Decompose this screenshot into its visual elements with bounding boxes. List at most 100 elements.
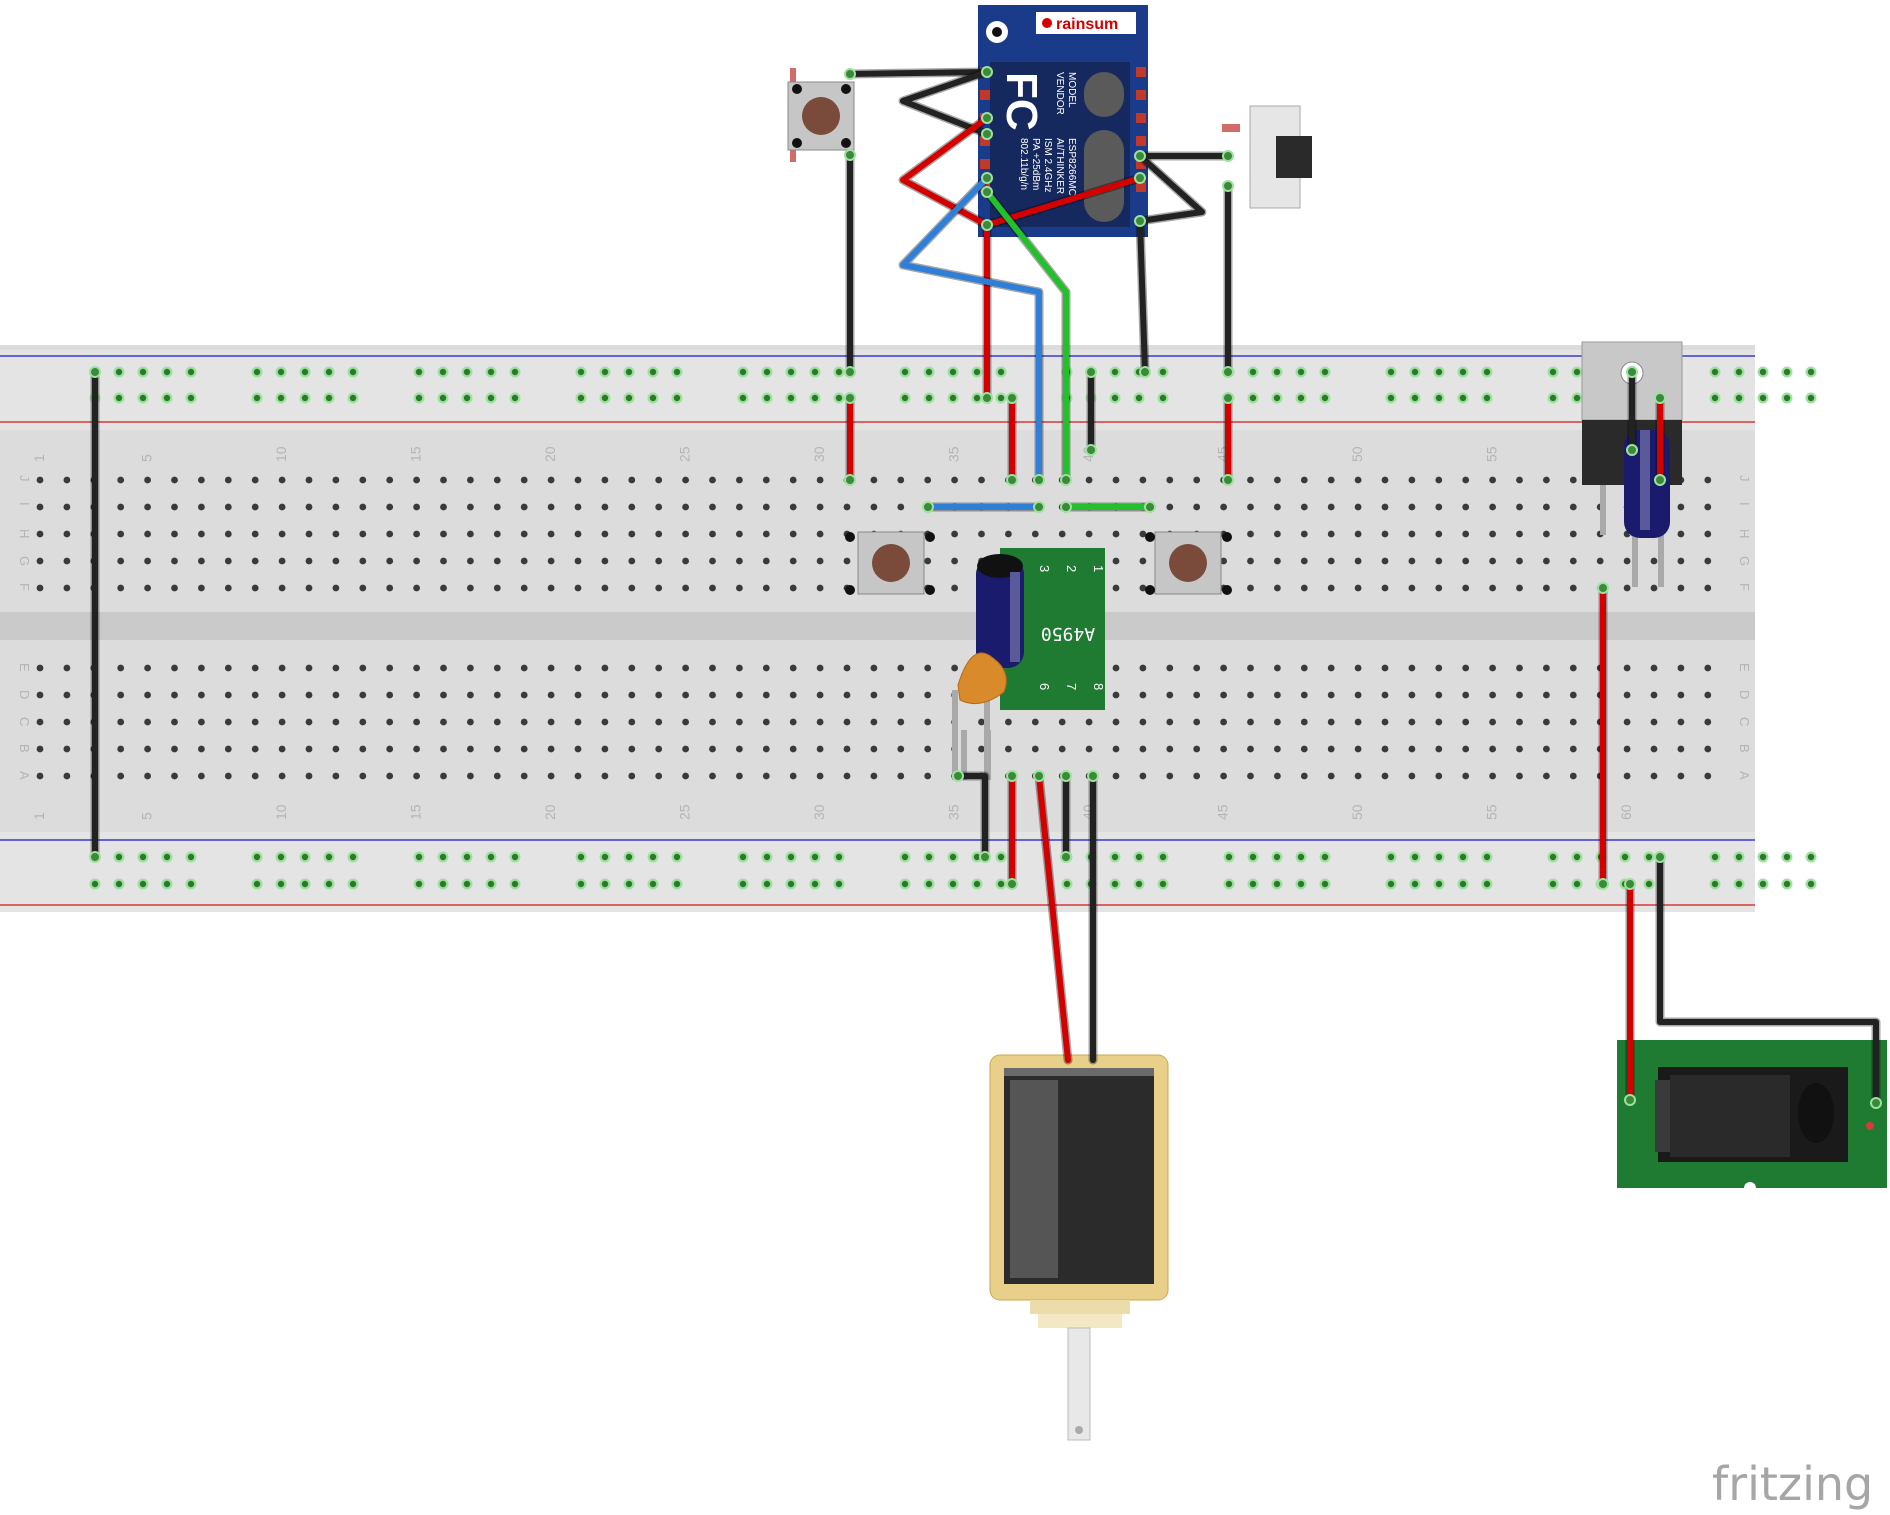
esp8266-module[interactable]: rainsum FC MODEL VENDOR ESP8266MC AI/THI… (978, 5, 1148, 237)
bb-hole (198, 691, 205, 699)
rail-hole (139, 853, 147, 861)
pushbutton-right[interactable] (1145, 531, 1232, 595)
bb-hole (36, 530, 44, 538)
bb-hole (63, 530, 71, 538)
bb-hole (816, 476, 824, 484)
ceramic-capacitor[interactable] (952, 652, 1007, 780)
slide-switch[interactable] (1222, 105, 1312, 209)
rail-hole (1459, 394, 1467, 402)
bb-hole (1193, 476, 1201, 484)
rail-hole (835, 880, 843, 888)
bb-hole (1569, 476, 1577, 484)
solenoid[interactable] (989, 1054, 1169, 1441)
bb-hole (144, 530, 152, 538)
column-number-bottom: 10 (273, 804, 289, 820)
bb-hole (924, 745, 932, 753)
bb-hole (924, 772, 932, 780)
bb-hole (493, 476, 501, 484)
bb-hole (171, 503, 178, 511)
bb-hole (897, 664, 905, 672)
bb-hole (1220, 745, 1227, 753)
rail-hole (301, 853, 309, 861)
bb-hole (736, 718, 743, 726)
bb-hole (574, 476, 582, 484)
pushbutton-left[interactable] (845, 531, 935, 595)
wire-end (1654, 474, 1666, 486)
bb-hole (843, 503, 851, 511)
bb-hole (278, 718, 286, 726)
bb-hole (1704, 503, 1712, 511)
bb-hole (1569, 718, 1577, 726)
bb-hole (1274, 745, 1281, 753)
bb-hole (1435, 664, 1443, 672)
column-number-bottom: 60 (1618, 804, 1634, 820)
bb-hole (1462, 691, 1470, 699)
bb-hole (816, 772, 824, 780)
bb-hole (1085, 530, 1093, 538)
rail-hole (463, 853, 471, 861)
bb-hole (736, 584, 743, 592)
wire-end (89, 851, 101, 863)
bb-hole (789, 772, 797, 780)
rail-hole (415, 394, 423, 402)
rail-hole (1459, 880, 1467, 888)
bb-hole (1489, 584, 1496, 592)
bb-hole (951, 664, 958, 672)
esp-label-vendor: VENDOR (1054, 72, 1065, 115)
rail-hole (1435, 880, 1443, 888)
bb-hole (1139, 557, 1147, 565)
esp-pad-left (980, 90, 990, 100)
bb-hole (574, 745, 582, 753)
bb-hole (224, 557, 232, 565)
bb-hole (1354, 664, 1362, 672)
bb-hole (1085, 745, 1093, 753)
bb-hole (816, 718, 824, 726)
rail-hole (673, 394, 681, 402)
bb-hole (1381, 530, 1389, 538)
bb-hole (1274, 718, 1281, 726)
bb-hole (117, 745, 125, 753)
bb-hole (1650, 584, 1658, 592)
column-number-bottom: 1 (31, 812, 47, 820)
rail-hole (115, 853, 123, 861)
bb-hole (278, 745, 286, 753)
bb-hole (816, 503, 824, 511)
bb-hole (1274, 691, 1281, 699)
bb-hole (467, 584, 474, 592)
bb-hole (789, 718, 797, 726)
rail-hole (463, 368, 471, 376)
bb-hole (1354, 476, 1362, 484)
bb-hole (413, 691, 420, 699)
bb-hole (520, 772, 528, 780)
esp-vendor-value: AI/THINKER (1054, 138, 1065, 194)
rail-hole (1435, 853, 1443, 861)
bb-hole (36, 772, 44, 780)
bb-hole (1031, 745, 1039, 753)
row-letter: I (1737, 502, 1752, 506)
bb-hole (117, 718, 125, 726)
bb-hole (198, 718, 205, 726)
bb-hole (386, 772, 394, 780)
bb-hole (628, 584, 636, 592)
rail-hole (811, 853, 819, 861)
bb-hole (278, 664, 286, 672)
breadboard: 1155101015152020252530303535404045455050… (0, 345, 1817, 912)
rail-hole (349, 368, 357, 376)
esp-wifi-value: 802.11b/g/n (1018, 138, 1029, 190)
bb-hole (547, 691, 555, 699)
bb-hole (1650, 691, 1658, 699)
rail-hole (1459, 853, 1467, 861)
bb-hole (601, 772, 609, 780)
wire-end (1006, 878, 1018, 890)
bb-hole (520, 530, 528, 538)
barrel-jack[interactable] (1617, 1040, 1887, 1194)
bb-hole (332, 557, 340, 565)
rail-hole (997, 853, 1005, 861)
bb-hole (144, 664, 152, 672)
pushbutton-top[interactable] (787, 68, 855, 162)
wire (900, 69, 990, 137)
bb-hole (1543, 772, 1550, 780)
bb-hole (1193, 772, 1201, 780)
bb-hole (520, 718, 528, 726)
bb-hole (305, 691, 313, 699)
